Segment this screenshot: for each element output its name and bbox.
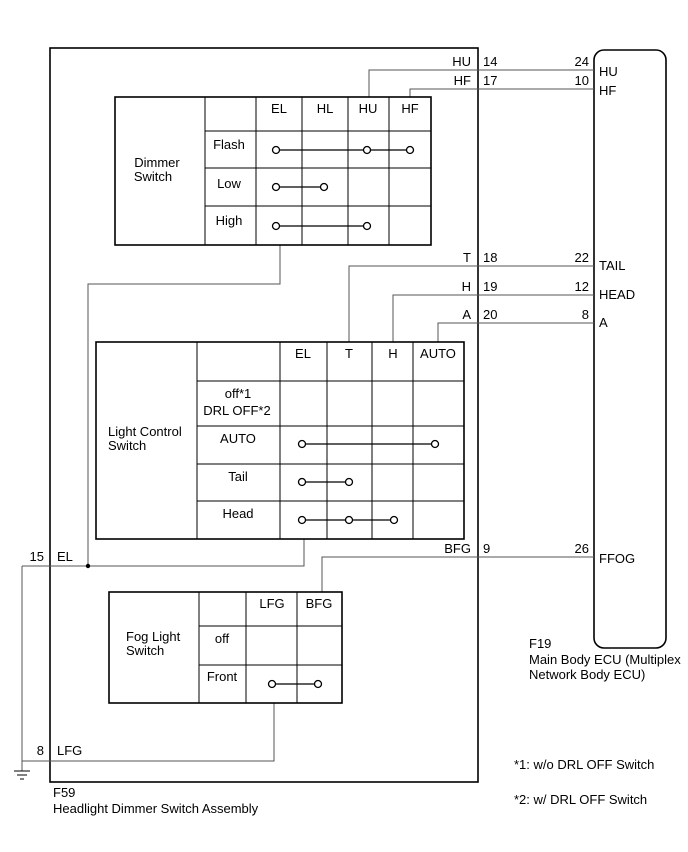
junction-dot [85, 563, 91, 569]
pin-num-lfg: 8 [37, 743, 44, 758]
internal-wire-a [437, 322, 478, 342]
ecu-pin-labels: 24 HU 10 HF 22 TAIL 12 HEAD 8 A 26 FFOG [575, 54, 636, 566]
connection-wires [21, 69, 594, 762]
dimmer-col-hl: HL [317, 101, 334, 116]
footnote-2: *2: w/ DRL OFF Switch [514, 792, 647, 807]
assembly-name: Headlight Dimmer Switch Assembly [53, 801, 259, 816]
fog-light-switch-table: Fog Light Switch LFG BFG off Front [108, 591, 343, 704]
light-head-continuity [297, 515, 399, 525]
ecu-pin-name-tail: TAIL [599, 258, 626, 273]
ecu-pin-num-hf: 10 [575, 73, 589, 88]
dimmer-switch-label-2: Switch [134, 169, 172, 184]
footnote-1: *1: w/o DRL OFF Switch [514, 757, 654, 772]
ecu-code: F19 [529, 636, 551, 651]
pin-name-h: H [462, 279, 471, 294]
ecu-pin-num-ffog: 26 [575, 541, 589, 556]
light-row-off: off*1 [225, 386, 252, 401]
fog-col-bfg: BFG [306, 596, 333, 611]
pin-num-h: 19 [483, 279, 497, 294]
light-col-auto: AUTO [420, 346, 456, 361]
ecu-name-line-2: Network Body ECU) [529, 667, 645, 682]
dimmer-row-low: Low [217, 176, 241, 191]
assembly-code: F59 [53, 785, 75, 800]
ecu-pin-name-ffog: FFOG [599, 551, 635, 566]
dimmer-row-flash: Flash [213, 137, 245, 152]
fog-front-continuity [267, 679, 323, 689]
light-row-auto: AUTO [220, 431, 256, 446]
pin-num-t: 18 [483, 250, 497, 265]
internal-wire-t [348, 265, 478, 342]
internal-wire-el-light [22, 539, 305, 567]
pin-name-a: A [462, 307, 471, 322]
ecu-pin-num-tail: 22 [575, 250, 589, 265]
assembly-pin-labels: HU 14 HF 17 T 18 H 19 A 20 BFG 9 15 EL 8… [30, 54, 498, 758]
ecu-pin-num-hu: 24 [575, 54, 589, 69]
light-row-drl-off: DRL OFF*2 [203, 403, 270, 418]
internal-wire-hu [368, 69, 478, 97]
pin-num-hu: 14 [483, 54, 497, 69]
light-control-label-2: Switch [108, 438, 146, 453]
pin-name-el: EL [57, 549, 73, 564]
fog-light-label-1: Fog Light [126, 629, 181, 644]
dimmer-switch-assembly-box [49, 47, 479, 783]
pin-name-bfg: BFG [444, 541, 471, 556]
internal-wire-lfg [22, 703, 275, 762]
pin-name-lfg: LFG [57, 743, 82, 758]
fog-row-front: Front [207, 669, 238, 684]
ecu-pin-name-a: A [599, 315, 608, 330]
ecu-pin-name-hu: HU [599, 64, 618, 79]
ecu-pin-num-head: 12 [575, 279, 589, 294]
main-body-ecu-box [593, 49, 667, 649]
pin-name-hu: HU [452, 54, 471, 69]
dimmer-low-continuity [271, 182, 329, 192]
pin-name-hf: HF [454, 73, 471, 88]
fog-col-lfg: LFG [259, 596, 284, 611]
dimmer-flash-continuity [271, 145, 415, 155]
dimmer-high-continuity [271, 221, 372, 231]
dimmer-row-high: High [216, 213, 243, 228]
fog-light-label-2: Switch [126, 643, 164, 658]
pin-num-el: 15 [30, 549, 44, 564]
light-tail-continuity [297, 477, 354, 487]
dimmer-switch-table: Dimmer Switch EL HL HU HF Flash Low High [114, 96, 432, 246]
pin-num-a: 20 [483, 307, 497, 322]
light-control-switch-table: Light Control Switch EL T H AUTO off*1 D… [95, 341, 465, 540]
internal-wire-h [392, 294, 478, 342]
internal-wire-bfg [321, 556, 478, 592]
ecu-name-line-1: Main Body ECU (Multiplex [529, 652, 681, 667]
dimmer-switch-label-1: Dimmer [134, 155, 180, 170]
pin-name-t: T [463, 250, 471, 265]
internal-wire-hf [409, 88, 478, 97]
fog-row-off: off [215, 631, 230, 646]
pin-num-bfg: 9 [483, 541, 490, 556]
ecu-pin-num-a: 8 [582, 307, 589, 322]
ground-icon [14, 761, 30, 780]
light-row-tail: Tail [228, 469, 248, 484]
internal-wire-el-dimmer [87, 245, 281, 566]
dimmer-col-hu: HU [359, 101, 378, 116]
light-col-el: EL [295, 346, 311, 361]
dimmer-col-hf: HF [401, 101, 418, 116]
dimmer-col-el: EL [271, 101, 287, 116]
light-control-label-1: Light Control [108, 424, 182, 439]
light-col-t: T [345, 346, 353, 361]
ecu-pin-name-hf: HF [599, 83, 616, 98]
pin-num-hf: 17 [483, 73, 497, 88]
light-col-h: H [388, 346, 397, 361]
light-auto-continuity [297, 439, 440, 449]
ecu-pin-name-head: HEAD [599, 287, 635, 302]
light-row-head: Head [222, 506, 253, 521]
